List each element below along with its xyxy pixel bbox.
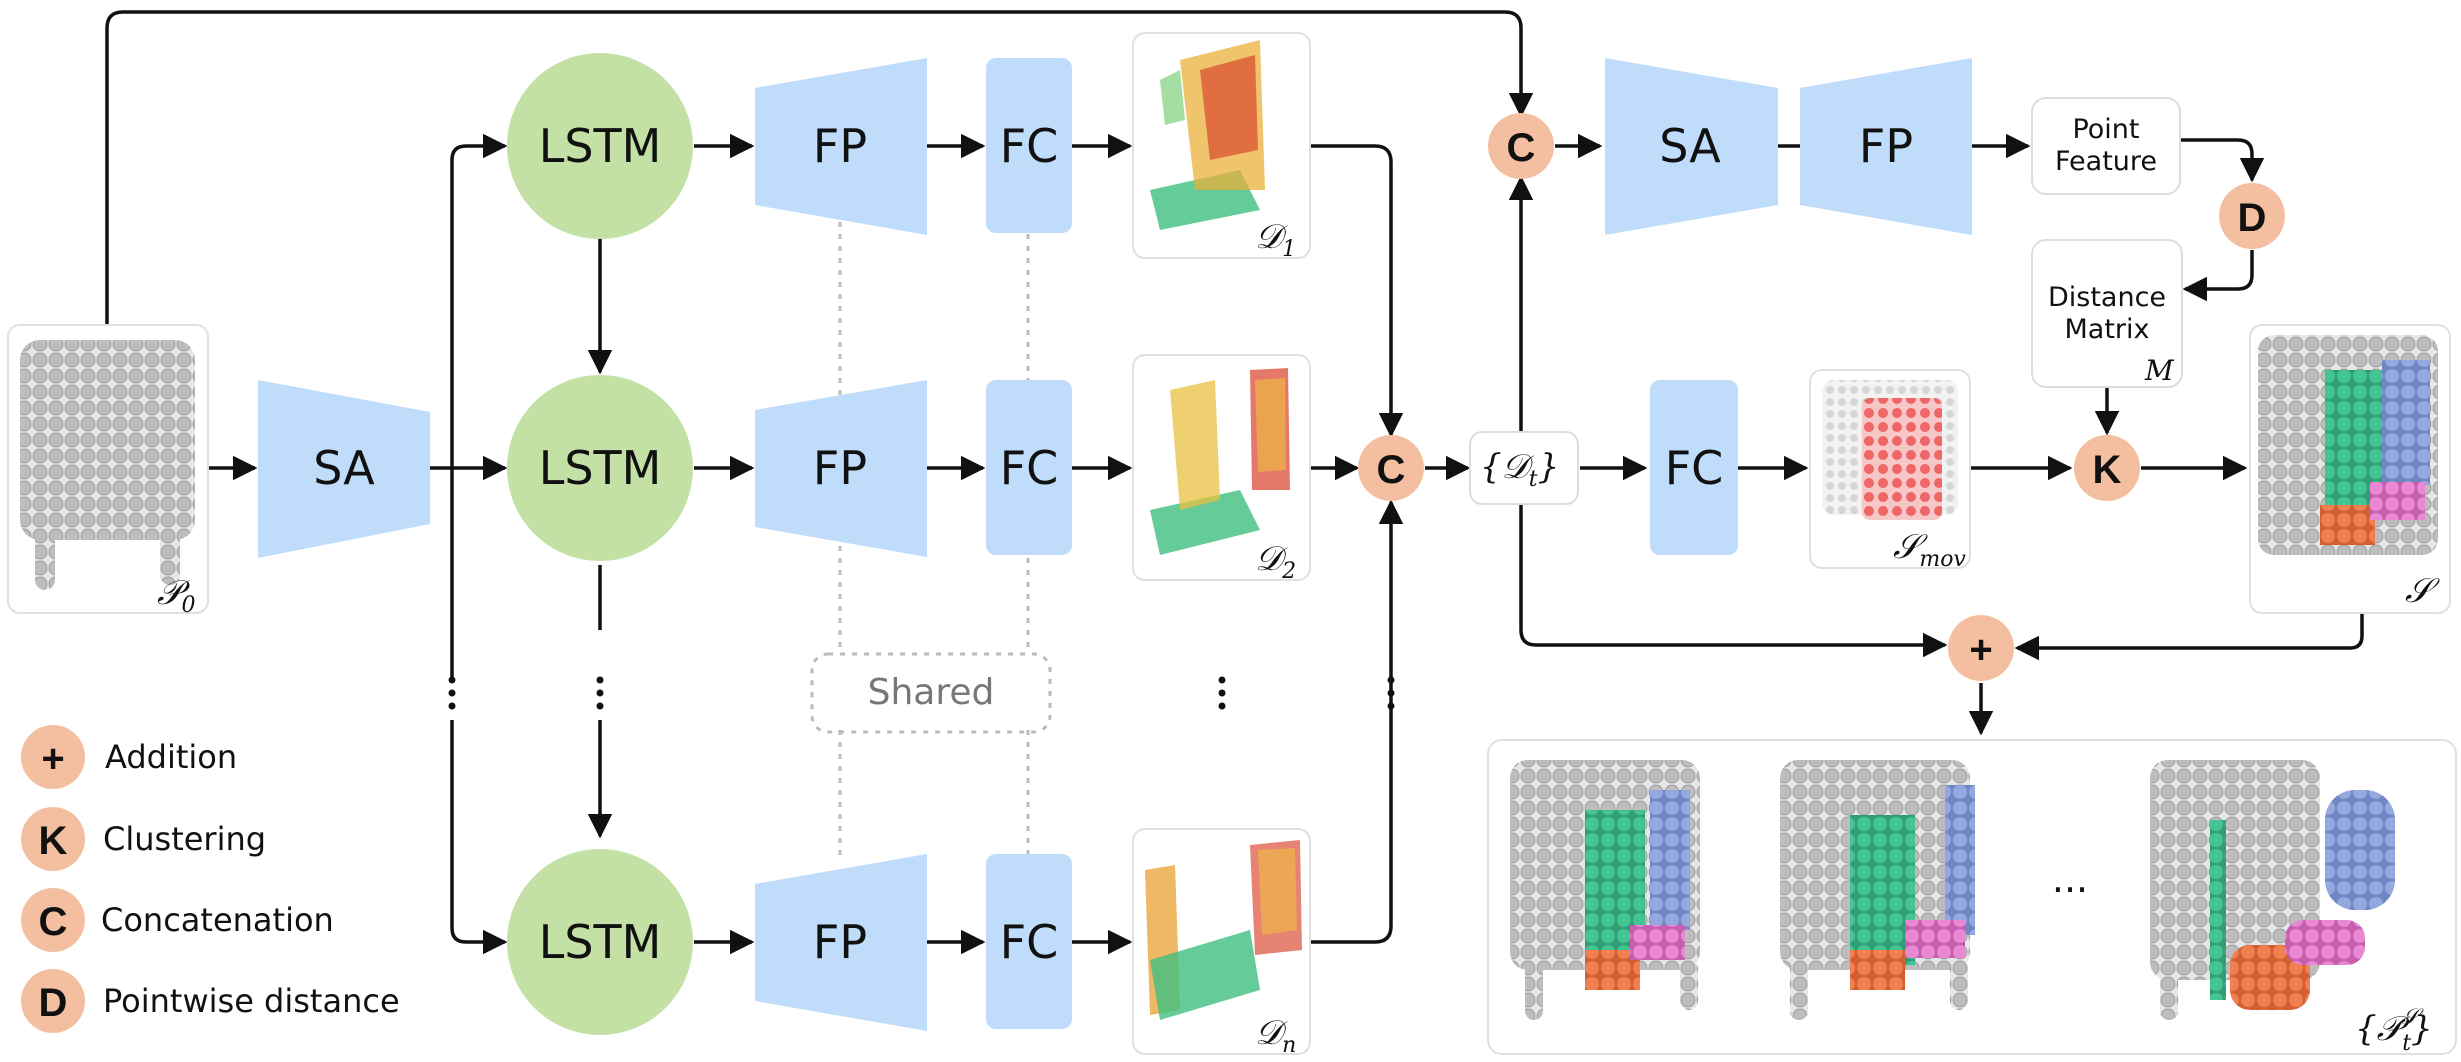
displacement-d1: 𝒟1 xyxy=(1132,32,1311,262)
lstm-node-1: LSTM xyxy=(507,53,693,239)
fc-block-n: FC xyxy=(986,854,1072,1029)
svg-text:FC: FC xyxy=(1000,119,1059,173)
legend: + Addition K Clustering C Concatenation … xyxy=(21,725,400,1033)
addition-op: + xyxy=(1948,615,2014,681)
frames-ellipsis: ... xyxy=(2052,857,2088,901)
concat-op-top: C xyxy=(1488,113,1554,179)
svg-text:+: + xyxy=(1969,628,1992,672)
svg-text:K: K xyxy=(39,819,68,863)
svg-text:LSTM: LSTM xyxy=(539,915,662,969)
svg-text:FP: FP xyxy=(813,441,867,495)
concat-op-middle: C xyxy=(1358,435,1424,501)
distance-matrix-node: Distance Matrix M xyxy=(2031,239,2183,388)
svg-text:LSTM: LSTM xyxy=(539,119,662,173)
legend-item-clustering: K Clustering xyxy=(21,807,266,871)
lstm-node-n: LSTM xyxy=(507,849,693,1035)
output-frame-2 xyxy=(1780,760,1975,1020)
lstm-node-2: LSTM xyxy=(507,375,693,561)
svg-text:K: K xyxy=(2093,448,2122,492)
svg-text:Addition: Addition xyxy=(105,738,237,776)
svg-text:Matrix: Matrix xyxy=(2064,314,2149,345)
vertical-ellipses xyxy=(448,676,1395,710)
svg-text:SA: SA xyxy=(1659,119,1721,173)
legend-item-concatenation: C Concatenation xyxy=(21,888,334,952)
output-frame-1 xyxy=(1510,760,1700,1020)
dt-set-node: {𝒟t} xyxy=(1469,431,1579,505)
fp-block-right: FP xyxy=(1800,58,1972,235)
sa-block-right: SA xyxy=(1605,58,1778,235)
moving-segment-smov: 𝒮mov xyxy=(1809,369,1971,572)
svg-text:Pointwise distance: Pointwise distance xyxy=(103,982,400,1020)
svg-text:FP: FP xyxy=(813,915,867,969)
svg-text:FP: FP xyxy=(1859,119,1913,173)
svg-text:C: C xyxy=(1507,126,1536,170)
svg-text:SA: SA xyxy=(313,441,375,495)
svg-text:D: D xyxy=(39,981,68,1025)
svg-text:C: C xyxy=(39,900,68,944)
input-point-cloud-p0: 𝒫0 xyxy=(7,324,209,618)
connections xyxy=(105,10,2364,955)
displacement-d2: 𝒟2 xyxy=(1132,354,1311,584)
sa-block-left: SA xyxy=(258,380,430,558)
shared-label: Shared xyxy=(868,672,995,713)
legend-item-pointwise-distance: D Pointwise distance xyxy=(21,969,400,1033)
svg-text:{𝒟t}: {𝒟t} xyxy=(1480,447,1559,492)
svg-text:Distance: Distance xyxy=(2048,282,2166,313)
svg-text:M: M xyxy=(2144,354,2175,387)
svg-text:Feature: Feature xyxy=(2055,146,2157,177)
fp-block-n: FP xyxy=(755,854,927,1031)
svg-text:FP: FP xyxy=(813,119,867,173)
distance-op: D xyxy=(2219,183,2285,249)
legend-item-addition: + Addition xyxy=(21,725,237,789)
svg-text:FC: FC xyxy=(1000,441,1059,495)
svg-text:+: + xyxy=(41,737,64,781)
svg-text:FC: FC xyxy=(1665,441,1724,495)
fp-block-2: FP xyxy=(755,380,927,557)
fc-block-2: FC xyxy=(986,380,1072,555)
svg-text:D: D xyxy=(2238,196,2267,240)
svg-text:{𝒫𝒮t}: {𝒫𝒮t} xyxy=(2355,1005,2433,1056)
svg-text:Concatenation: Concatenation xyxy=(101,901,334,939)
svg-text:Point: Point xyxy=(2072,114,2139,145)
svg-text:𝒟1: 𝒟1 xyxy=(1255,217,1296,262)
clustering-op: K xyxy=(2074,435,2140,501)
segmentation-s: 𝒮 xyxy=(2249,324,2451,614)
fc-block-right: FC xyxy=(1650,380,1738,555)
output-frame-3 xyxy=(2150,760,2395,1020)
svg-text:C: C xyxy=(1377,448,1406,492)
svg-text:LSTM: LSTM xyxy=(539,441,662,495)
svg-text:Clustering: Clustering xyxy=(103,820,266,858)
svg-text:FC: FC xyxy=(1000,915,1059,969)
fp-block-1: FP xyxy=(755,58,927,235)
point-feature-node: Point Feature xyxy=(2031,97,2181,195)
displacement-dn: 𝒟n xyxy=(1132,828,1311,1058)
fc-block-1: FC xyxy=(986,58,1072,233)
